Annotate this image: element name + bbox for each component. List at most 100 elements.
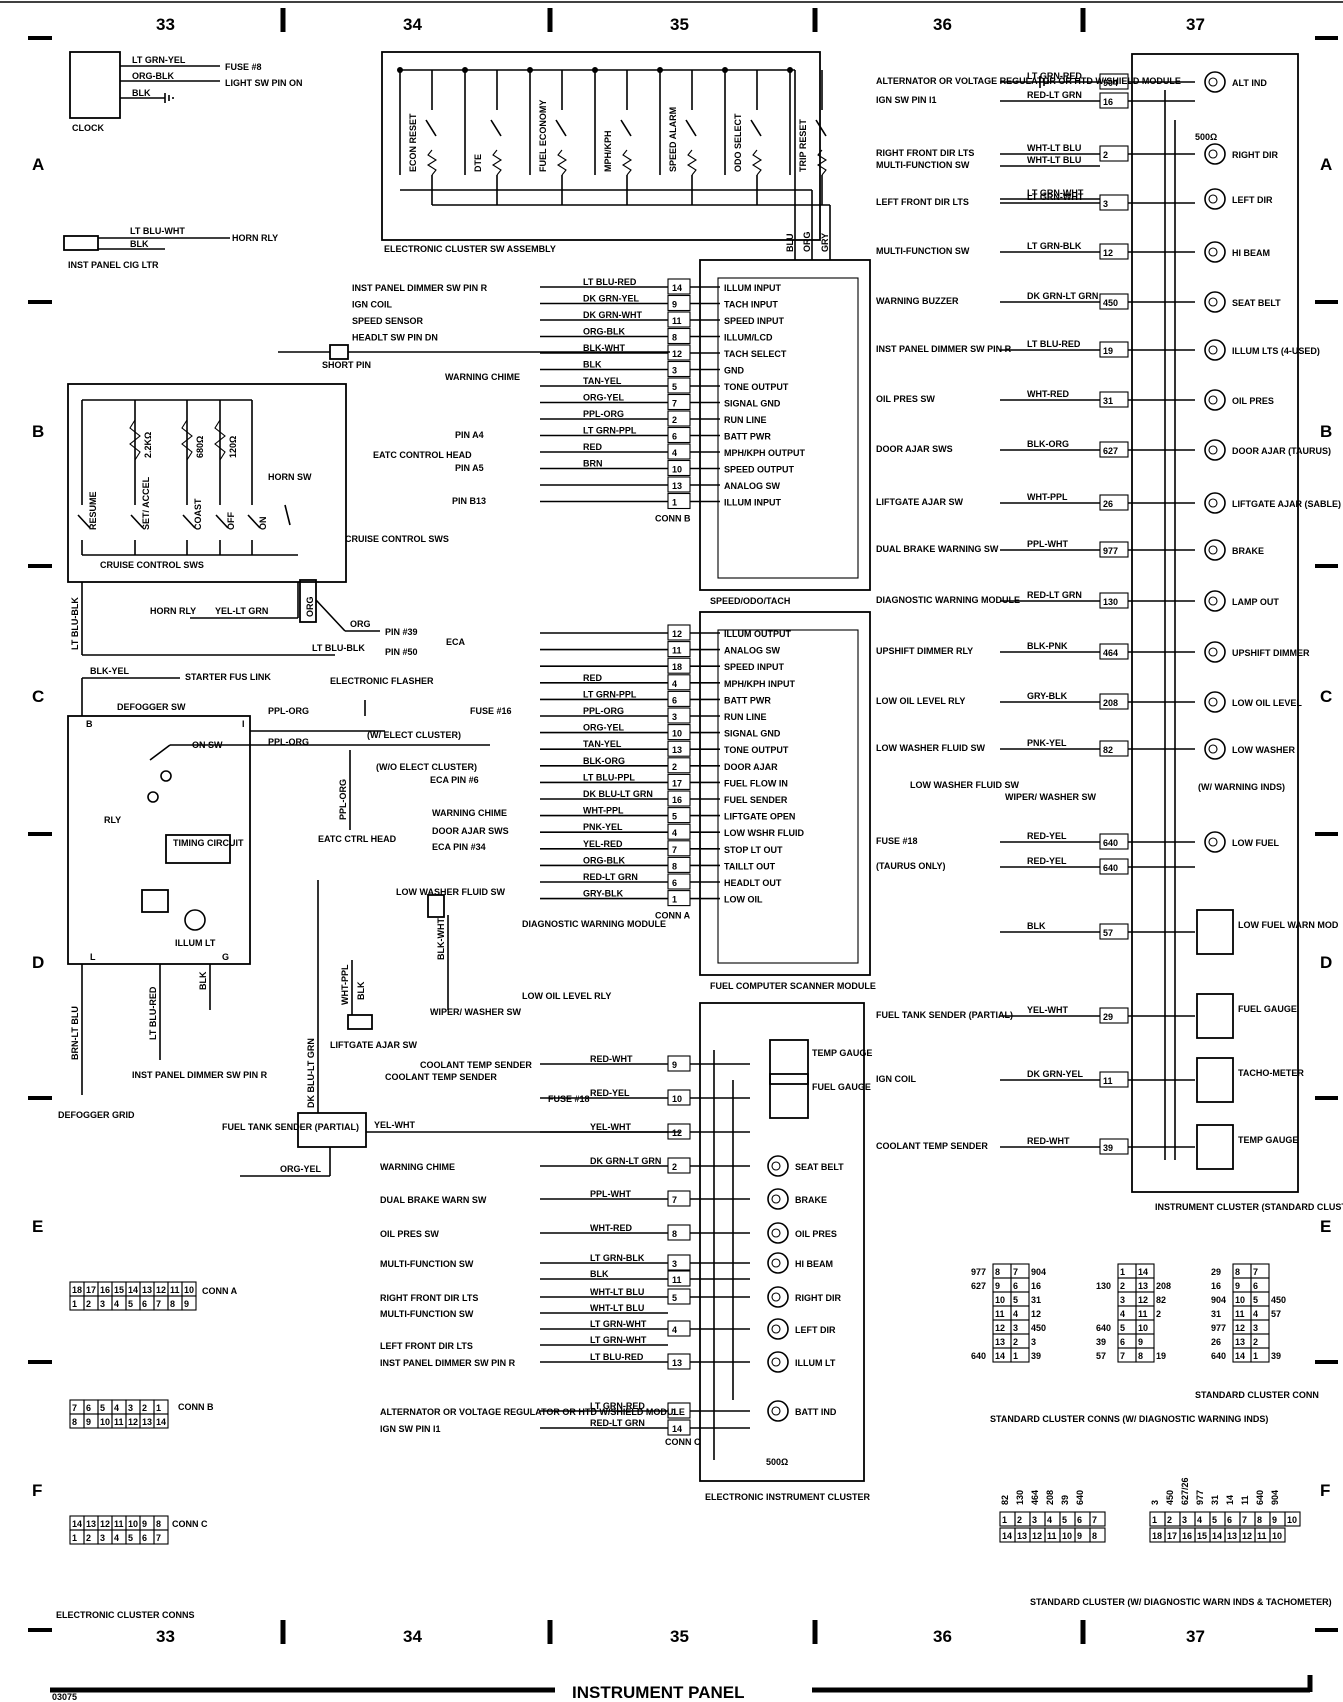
wire-source: INST PANEL DIMMER SW PIN R: [380, 1358, 516, 1368]
svg-text:HORN RLY: HORN RLY: [150, 606, 196, 616]
conn-pin: 627/26: [1180, 1477, 1190, 1505]
svg-text:BLK: BLK: [198, 971, 208, 990]
pin-number: 3: [1103, 199, 1108, 209]
conn-pin: 2: [1167, 1515, 1172, 1525]
indicator-bulb: [1204, 291, 1226, 313]
conn-pin: 39: [1060, 1495, 1070, 1505]
wire-color: PNK-YEL: [583, 822, 623, 832]
conn-pin: 82: [1000, 1495, 1010, 1505]
pin-number: 3: [672, 1259, 677, 1269]
bulb-filament: [1208, 445, 1218, 455]
svg-text:PIN #39: PIN #39: [385, 627, 418, 637]
wire-source: OIL PRES SW: [380, 1229, 439, 1239]
conn-pin: 5: [100, 1403, 105, 1413]
wire-color: RED-LT GRN: [590, 1418, 645, 1428]
svg-text:(W/ ELECT CLUSTER): (W/ ELECT CLUSTER): [367, 730, 461, 740]
conn-pin: 39: [1031, 1351, 1041, 1361]
gauge: [1196, 1124, 1234, 1170]
connector-label: CONN C: [172, 1519, 208, 1529]
conn-pin: 82: [1156, 1295, 1166, 1305]
wire-source: FUEL TANK SENDER (PARTIAL): [876, 1010, 1013, 1020]
indicator-label: BRAKE: [1232, 546, 1264, 556]
conn-pin: 6: [86, 1403, 91, 1413]
indicator-bulb: [767, 1155, 789, 1177]
conn-pin: 3: [1182, 1515, 1187, 1525]
bulb-filament: [1208, 77, 1218, 87]
zone-row-label: D: [32, 953, 44, 972]
conn-pin: 6: [1077, 1515, 1082, 1525]
svg-text:ELECTRONIC FLASHER: ELECTRONIC FLASHER: [330, 676, 434, 686]
resistor-value: 120Ω: [228, 436, 238, 458]
svg-text:ILLUM LT: ILLUM LT: [175, 938, 216, 948]
svg-text:YEL-LT GRN: YEL-LT GRN: [215, 606, 268, 616]
conn-pin: 7: [1253, 1267, 1258, 1277]
conn-pin: 640: [971, 1351, 986, 1361]
wire-source: RIGHT FRONT DIR LTS: [380, 1293, 478, 1303]
connector-label: CONN B: [655, 514, 691, 524]
conn-cell: [153, 1413, 169, 1429]
wire-color: DK GRN-YEL: [583, 294, 640, 304]
page-title: INSTRUMENT PANEL: [572, 1683, 745, 1702]
wire-color: WHT-RED: [1027, 389, 1069, 399]
bulb-filament: [1208, 697, 1218, 707]
switch-label: FUEL ECONOMY: [538, 100, 548, 172]
wire-source: LEFT FRONT DIR LTS: [380, 1341, 473, 1351]
pin-function: TACH INPUT: [724, 300, 778, 310]
resistor: [214, 419, 226, 461]
pin-function: BATT PWR: [724, 432, 771, 442]
indicator-bulb: [1204, 539, 1226, 561]
indicator-label: TACHO-METER: [1238, 1068, 1304, 1078]
resistor: [491, 149, 503, 176]
conn-pin: 31: [1031, 1295, 1041, 1305]
conn-pin: 16: [1211, 1281, 1221, 1291]
svg-text:CLOCK: CLOCK: [72, 123, 104, 133]
conn-pin: 6: [1227, 1515, 1232, 1525]
indicator-label: OIL PRES: [795, 1229, 837, 1239]
pin-number: 4: [672, 828, 677, 838]
conn-pin: 10: [1235, 1295, 1245, 1305]
conn-pin: 9: [142, 1519, 147, 1529]
svg-text:INST PANEL DIMMER SW PIN R: INST PANEL DIMMER SW PIN R: [132, 1070, 268, 1080]
svg-text:ORG-YEL: ORG-YEL: [280, 1164, 322, 1174]
wire-color: RED-YEL: [590, 1088, 630, 1098]
zone-row-label: A: [1320, 155, 1332, 174]
connector-label: CONN A: [655, 911, 691, 921]
conn-pin: 9: [1138, 1337, 1143, 1347]
pin-number: 12: [672, 349, 682, 359]
conn-pin: 1: [1152, 1515, 1157, 1525]
svg-text:LT BLU-WHT: LT BLU-WHT: [130, 226, 185, 236]
conn-pin: 11: [1235, 1309, 1245, 1319]
conn-pin: 977: [1195, 1490, 1205, 1505]
pin-number: 8: [672, 333, 677, 343]
pin-function: STOP LT OUT: [724, 845, 783, 855]
wire-source: IGN SW PIN I1: [380, 1424, 441, 1434]
indicator-label: FUEL GAUGE: [812, 1082, 871, 1092]
wire-source: FUSE #18: [548, 1094, 590, 1104]
switch-label: RESUME: [88, 491, 98, 530]
pin-number: 10: [672, 1094, 682, 1104]
pin-function: MPH/KPH OUTPUT: [724, 448, 806, 458]
wire-color: WHT-RED: [590, 1223, 632, 1233]
module-label: ELECTRONIC INSTRUMENT CLUSTER: [705, 1492, 870, 1502]
zone-row-label: F: [1320, 1481, 1330, 1500]
module-box: [1131, 53, 1299, 1193]
conn-pin: 5: [1120, 1323, 1125, 1333]
svg-text:PIN A5: PIN A5: [455, 463, 484, 473]
svg-text:PIN A4: PIN A4: [455, 430, 484, 440]
conn-pin: 12: [128, 1417, 138, 1427]
conn-pin: 4: [1120, 1309, 1125, 1319]
bulb-filament: [771, 1161, 781, 1171]
svg-text:LT BLU-BLK: LT BLU-BLK: [70, 597, 80, 650]
conn-cell: [1284, 1511, 1301, 1527]
clock: CLOCK LT GRN-YEL ORG-BLK BLK FUSE #8 LIG…: [69, 51, 303, 133]
eatc-head: EATC CONTROL HEAD PIN A4 PIN A5 PIN B13 …: [278, 344, 670, 506]
switch-label: COAST: [193, 498, 203, 530]
cluster-switch-assembly: ELECTRONIC CLUSTER SW ASSEMBLY ECON RESE…: [381, 51, 831, 260]
wire-color: PPL-ORG: [583, 706, 624, 716]
pin-function: BATT PWR: [724, 695, 771, 705]
zone-row-label: E: [1320, 1217, 1331, 1236]
conn-pin: 14: [1225, 1495, 1235, 1505]
